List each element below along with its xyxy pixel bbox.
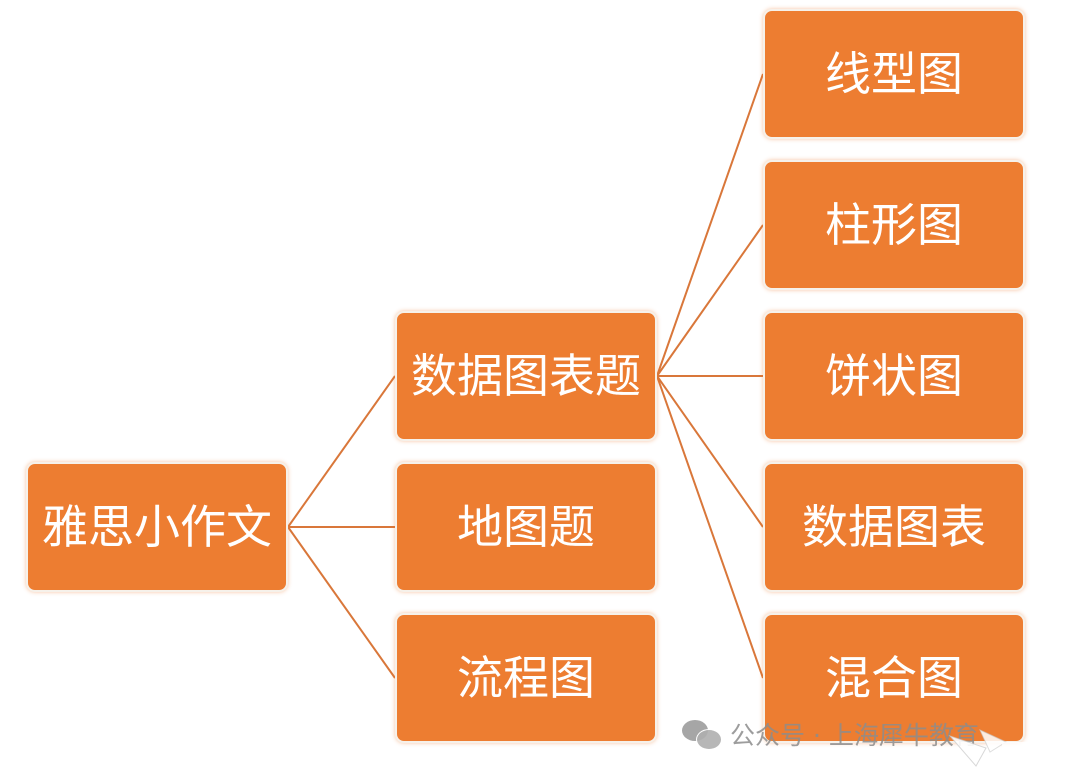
- connector-data-table: [656, 375, 764, 528]
- node-label: 数据图表: [802, 500, 986, 554]
- node-map-questions: 地图题: [395, 462, 657, 592]
- connector-data-line: [656, 73, 764, 377]
- node-bar-chart: 柱形图: [763, 160, 1025, 290]
- node-data-chart-questions: 数据图表题: [395, 311, 657, 441]
- node-label: 雅思小作文: [42, 500, 272, 554]
- node-mixed-chart: 混合图: [763, 613, 1025, 743]
- node-label: 柱形图: [825, 198, 963, 252]
- connector-data-mixed: [656, 375, 764, 679]
- node-data-table: 数据图表: [763, 462, 1025, 592]
- watermark-text: 公众号 · 上海犀牛教育: [730, 721, 979, 750]
- node-ielts-writing-task1: 雅思小作文: [26, 462, 288, 592]
- connector-data-bar: [656, 224, 764, 377]
- connector-root-data: [287, 375, 396, 528]
- node-label: 混合图: [825, 651, 963, 705]
- node-label: 地图题: [457, 500, 595, 554]
- node-flowchart: 流程图: [395, 613, 657, 743]
- node-label: 数据图表题: [411, 349, 641, 403]
- node-label: 饼状图: [825, 349, 963, 403]
- connector-root-flow: [287, 526, 396, 679]
- wechat-icon: [682, 718, 722, 750]
- watermark: 公众号 · 上海犀牛教育: [682, 714, 979, 754]
- node-line-graph: 线型图: [763, 9, 1025, 139]
- rhino-logo-icon: [948, 728, 1032, 767]
- node-pie-chart: 饼状图: [763, 311, 1025, 441]
- node-label: 流程图: [457, 651, 595, 705]
- node-label: 线型图: [825, 47, 963, 101]
